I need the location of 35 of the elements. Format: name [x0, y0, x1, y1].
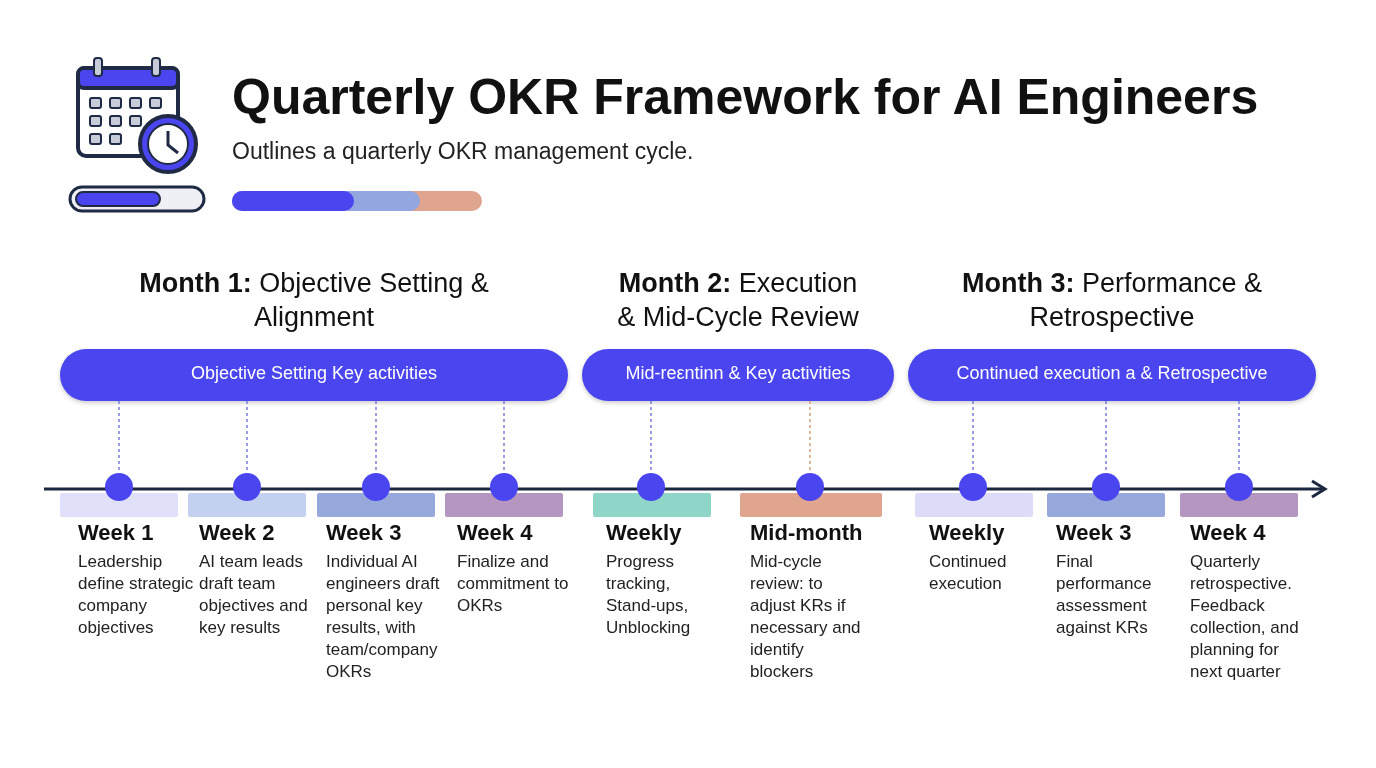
milestone-dot	[233, 473, 261, 501]
milestone-dot	[1225, 473, 1253, 501]
week-heading: Week 3	[326, 520, 402, 546]
week-description: Mid-cycle review: to adjust KRs if necessary and identify blockers	[750, 551, 862, 683]
week-description: Leadership define strategic company objectives	[78, 551, 195, 639]
diagram-title: Quarterly OKR Framework for AI Engineers	[232, 68, 1259, 126]
week-heading: Weekly	[929, 520, 1005, 546]
banner-text: Objective Setting Key activities	[189, 363, 439, 384]
week-description: Quarterly retrospective. Feedback collection, and planning for next quarter	[1190, 551, 1300, 683]
week-description: Finalize and commitment to OKRs	[457, 551, 570, 617]
banner-text: Mid-reεntinn & Key activities	[624, 363, 852, 384]
week-heading: Weekly	[606, 520, 682, 546]
milestone-dot	[959, 473, 987, 501]
week-description: Individual AI engineers draft personal key results, with team/company OKRs	[326, 551, 441, 683]
milestone-dot	[1092, 473, 1120, 501]
week-description: Final performance assessment against KRs	[1056, 551, 1153, 639]
milestone-dot	[796, 473, 824, 501]
month-heading: Month 2: Execution & Mid-Cycle Review	[616, 267, 860, 334]
banner-text: Continued execution a & Retrospective	[955, 363, 1269, 384]
week-description: Progress tracking, Stand-ups, Unblocking	[606, 551, 692, 639]
milestone-dot	[490, 473, 518, 501]
milestone-dot	[105, 473, 133, 501]
week-heading: Week 4	[457, 520, 533, 546]
week-heading: Week 2	[199, 520, 275, 546]
subtitle: Outlines a quarterly OKR management cycle.	[232, 138, 694, 165]
month-heading: Month 1: Objective Setting & Alignment	[138, 267, 490, 334]
milestone-dot	[362, 473, 390, 501]
week-heading: Week 3	[1056, 520, 1132, 546]
week-heading: Week 4	[1190, 520, 1266, 546]
week-heading: Week 1	[78, 520, 154, 546]
week-description: Continued execution	[929, 551, 1008, 595]
milestone-dot	[637, 473, 665, 501]
week-heading: Mid-month	[750, 520, 863, 546]
week-description: AI team leads draft team objectives and key results	[199, 551, 309, 639]
month-heading: Month 3: Performance & Retrospective	[960, 267, 1264, 334]
